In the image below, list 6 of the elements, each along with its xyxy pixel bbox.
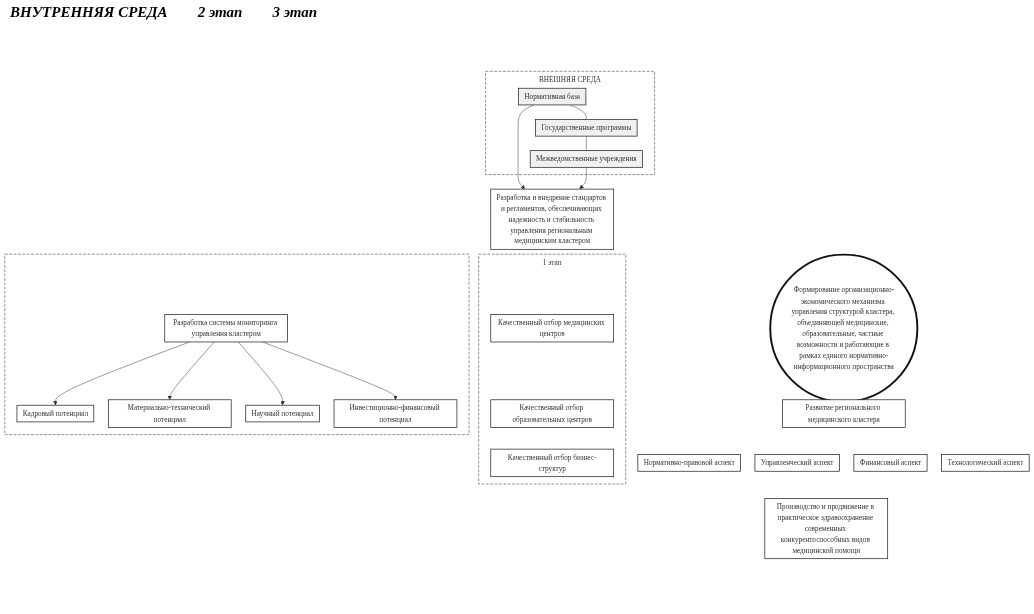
connector (586, 135, 587, 151)
stage-label: ВНУТРЕННЯЯ СРЕДА (10, 4, 168, 21)
cluster (4, 253, 470, 435)
stage-label: 3 этап (272, 4, 318, 21)
connector (570, 104, 587, 120)
stage-label: 2 этап (197, 4, 243, 21)
